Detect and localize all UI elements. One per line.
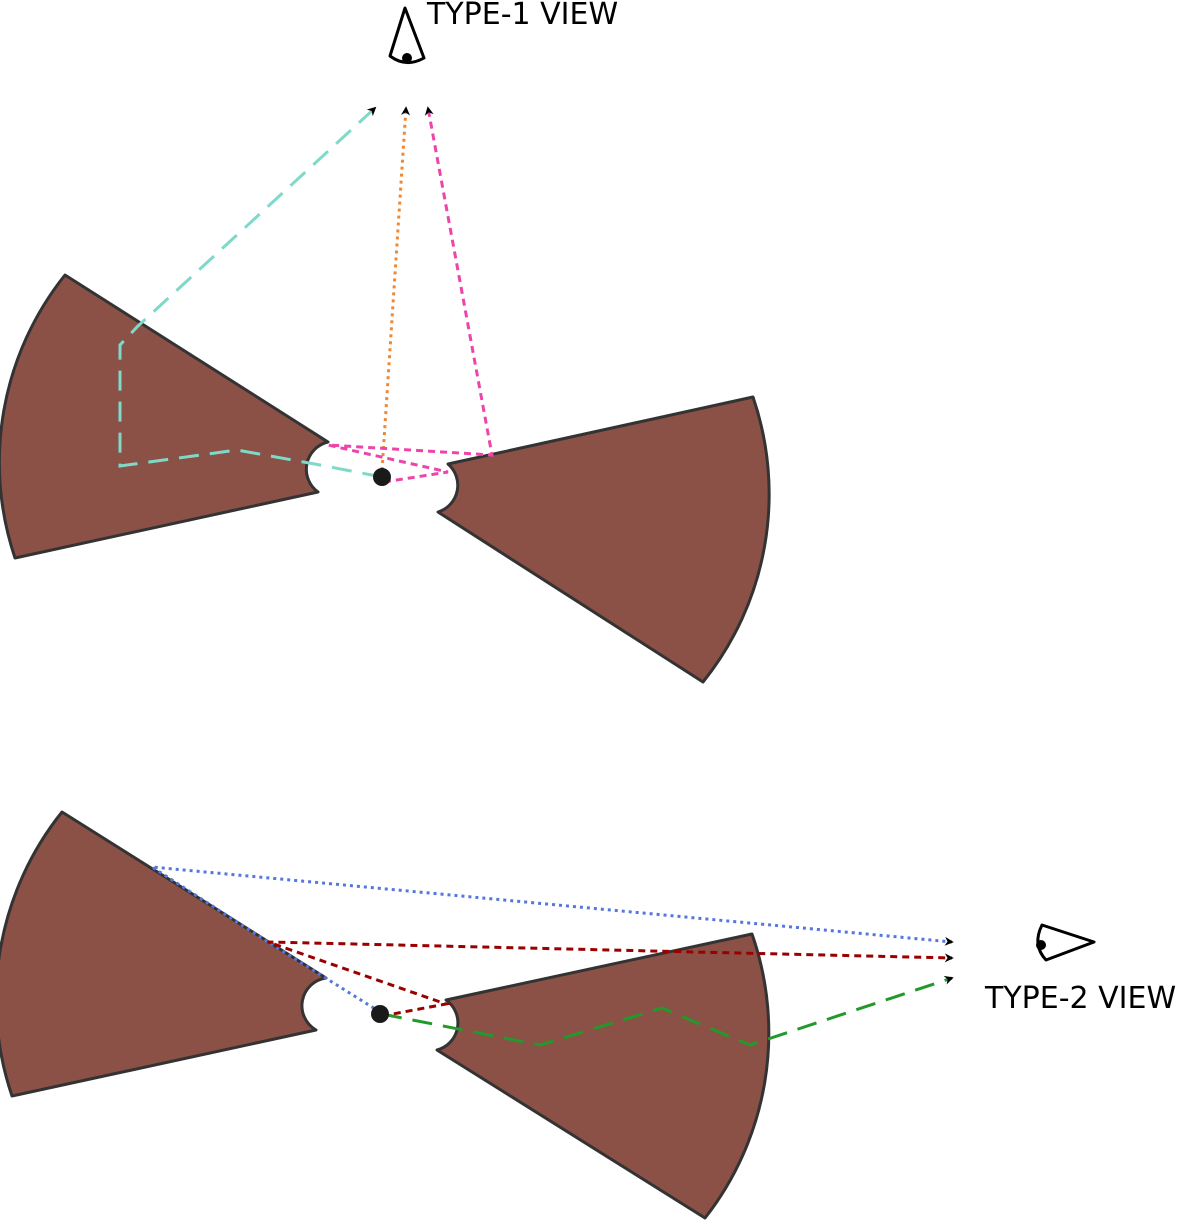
type2-view-label: TYPE-2 VIEW <box>984 981 1176 1016</box>
darkred-photon-path <box>267 940 954 1018</box>
torus-left-lobe-2 <box>0 810 328 1098</box>
torus-right-lobe-2 <box>435 932 771 1220</box>
dot-icon-2 <box>371 1005 389 1023</box>
torus-left-lobe <box>0 273 330 560</box>
green-photon-path <box>381 975 954 1047</box>
type2-panel: TYPE-2 VIEW <box>0 810 1176 1220</box>
cyan-photon-path <box>118 106 383 479</box>
type1-view-label: TYPE-1 VIEW <box>426 0 618 32</box>
type1-panel: TYPE-1 VIEW <box>0 0 771 684</box>
eye-icon <box>388 6 426 64</box>
pink-photon-path <box>327 106 494 484</box>
eye-icon-side <box>1036 923 1096 962</box>
torus-right-lobe <box>436 395 771 684</box>
dot-icon <box>373 468 391 486</box>
orange-photon-path <box>380 106 411 471</box>
